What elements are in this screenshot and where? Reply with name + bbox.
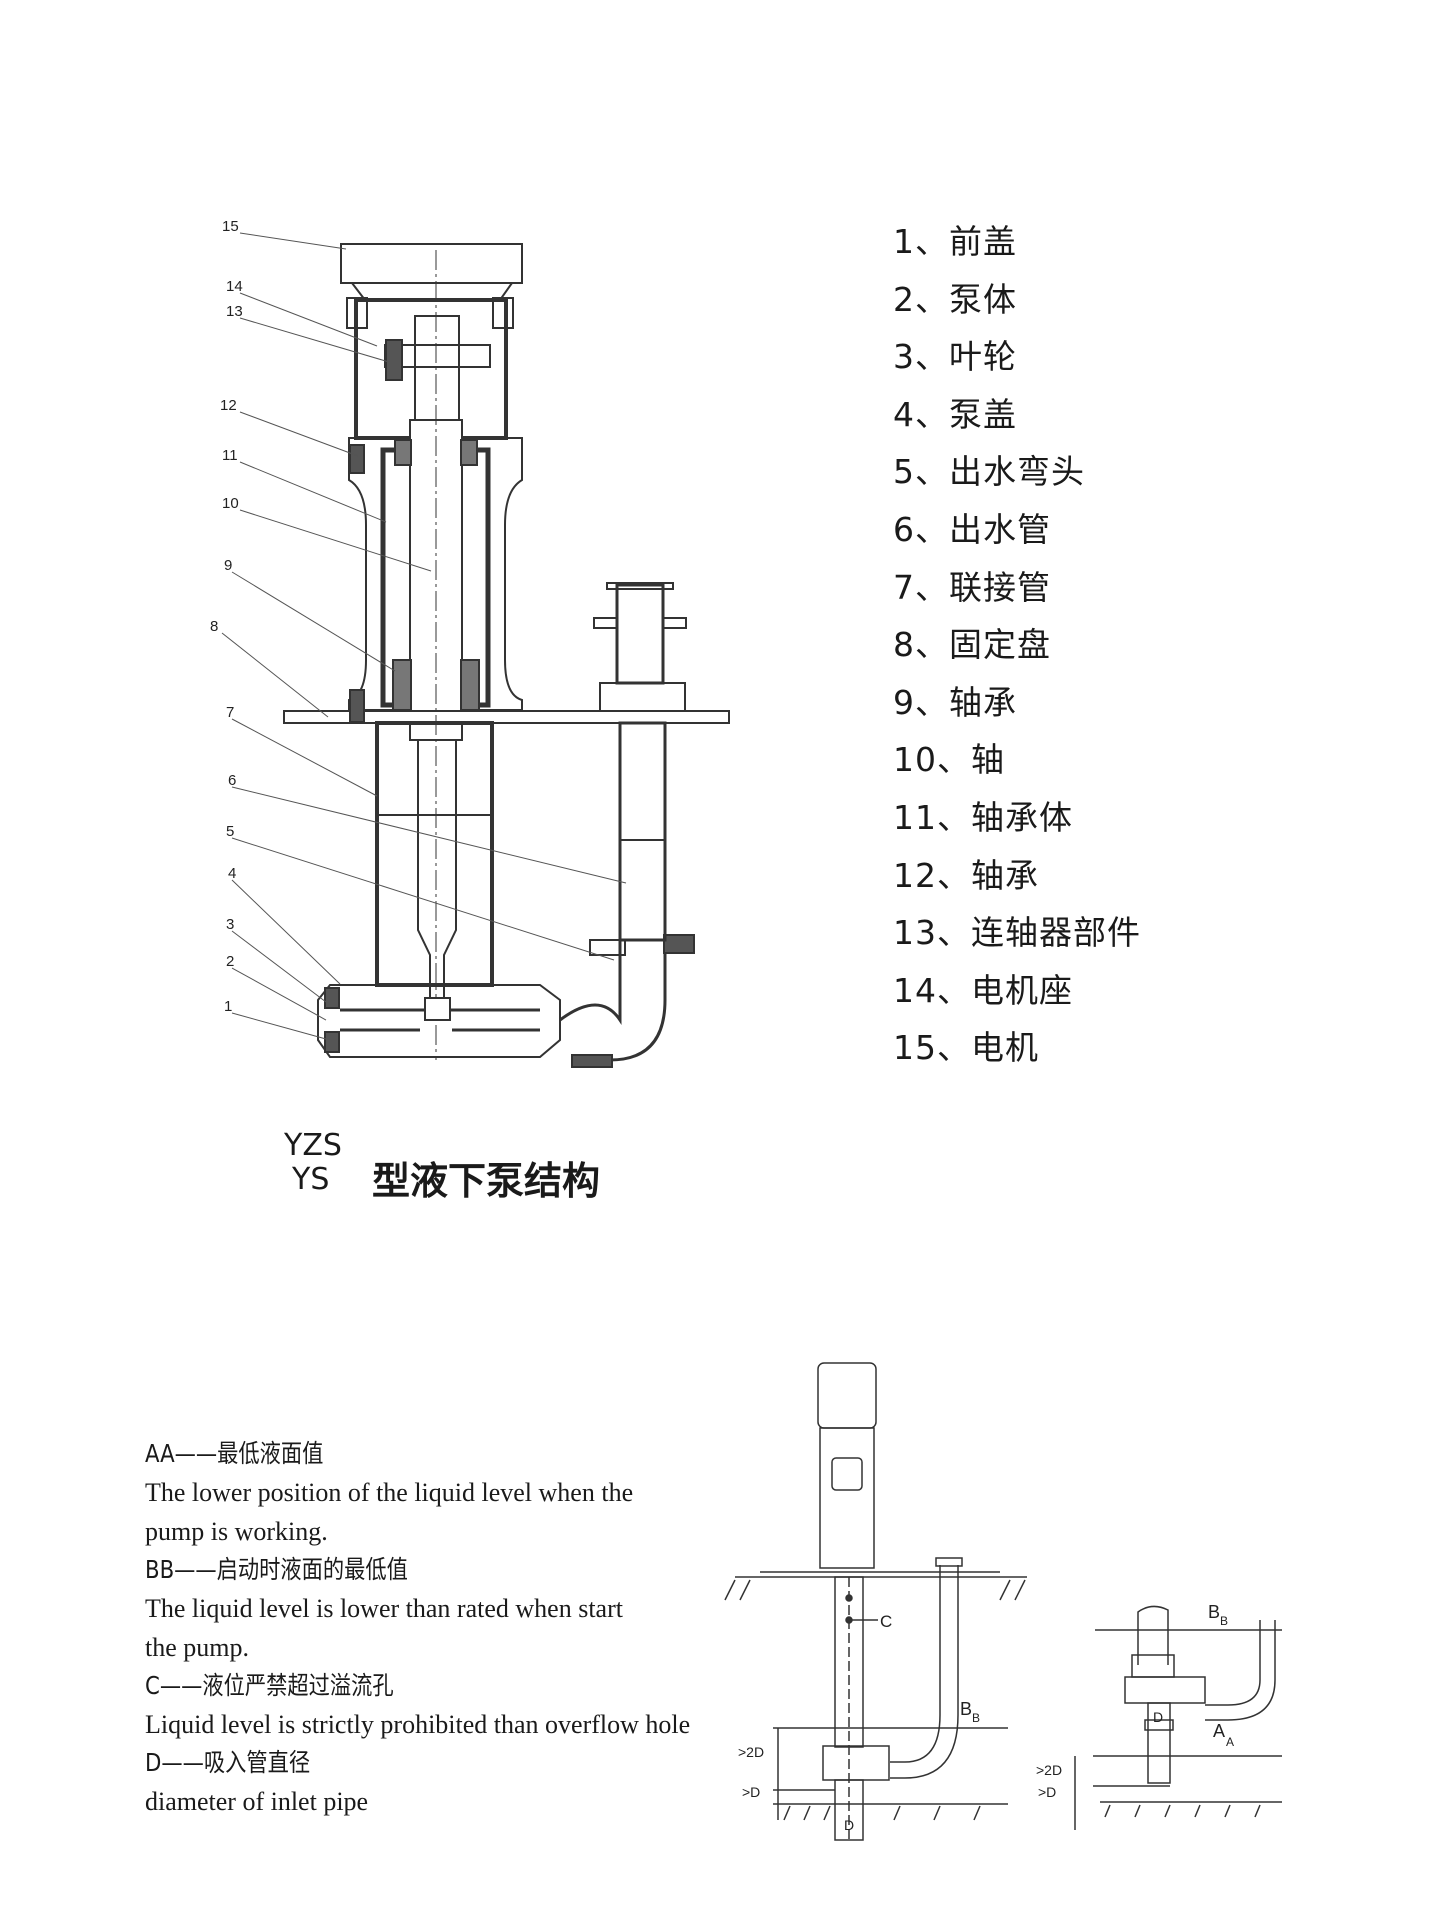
label-15: 15 [222, 218, 239, 235]
part-item: 7、联接管 [893, 567, 1051, 607]
part-item: 4、泵盖 [893, 394, 1017, 434]
label-bb-2: B [1208, 1602, 1220, 1622]
coupling [414, 315, 460, 427]
label-9: 9 [224, 557, 232, 574]
label-d: >D [742, 1784, 760, 1800]
part-item: 3、叶轮 [893, 337, 1017, 377]
label-6: 6 [228, 772, 236, 789]
label-d-pipe: D [844, 1817, 854, 1833]
label-bb: B [960, 1699, 972, 1719]
part-item: 15、电机 [893, 1028, 1039, 1068]
label-11: 11 [222, 447, 238, 464]
label-12: 12 [220, 397, 237, 414]
label-bb-sub: B [972, 1711, 980, 1725]
part-item: 6、出水管 [893, 509, 1051, 549]
part-item: 12、轴承 [893, 855, 1039, 895]
note-d-key: D——吸入管直径 [145, 1748, 311, 1777]
label-aa: A [1213, 1721, 1225, 1741]
part-item: 13、连轴器部件 [893, 913, 1141, 953]
label-7: 7 [226, 704, 234, 721]
parts-list: 1、前盖 2、泵体 3、叶轮 4、泵盖 5、出水弯头 6、出水管 7、联接管 8… [893, 218, 1141, 1082]
note-c-text: Liquid level is strictly prohibited than… [145, 1710, 691, 1739]
part-item: 9、轴承 [893, 682, 1017, 722]
label-2d: >2D [738, 1744, 764, 1760]
label-2d-2: >2D [1036, 1762, 1062, 1778]
note-bb-text: The liquid level is lower than rated whe… [145, 1594, 623, 1623]
part-item: 5、出水弯头 [893, 452, 1085, 492]
label-d-pipe-2: D [1153, 1709, 1163, 1725]
discharge-pipe [618, 721, 667, 942]
installation-notes: AA——最低液面值 The lower position of the liqu… [145, 1435, 690, 1821]
note-aa-key: AA——最低液面值 [145, 1439, 324, 1468]
discharge-elbow [559, 938, 667, 1062]
note-bb-key: BB——启动时液面的最低值 [145, 1555, 408, 1584]
part-item: 8、固定盘 [893, 625, 1051, 665]
model-yzs: YZS [284, 1128, 342, 1163]
label-d-2: >D [1038, 1784, 1056, 1800]
label-10: 10 [222, 495, 239, 512]
note-aa-text: pump is working. [145, 1517, 328, 1546]
note-bb-text: the pump. [145, 1633, 249, 1662]
part-item: 2、泵体 [893, 279, 1017, 319]
motor-base [354, 298, 508, 440]
note-c-key: C——液位严禁超过溢流孔 [145, 1671, 394, 1700]
label-8: 8 [210, 618, 218, 635]
part-item: 1、前盖 [893, 222, 1017, 261]
part-item: 11、轴承体 [893, 797, 1073, 837]
title-text: 型液下泵结构 [372, 1159, 601, 1203]
installation-diagram-deep [724, 1362, 1027, 1841]
label-1: 1 [224, 998, 232, 1015]
motor [340, 243, 523, 284]
fixing-plate [283, 710, 730, 724]
label-c: C [880, 1612, 892, 1631]
label-3: 3 [226, 916, 234, 933]
label-5: 5 [226, 823, 234, 840]
label-13: 13 [226, 303, 243, 320]
label-4: 4 [228, 865, 236, 882]
note-aa-text: The lower position of the liquid level w… [145, 1478, 634, 1507]
label-14: 14 [226, 278, 243, 295]
label-2: 2 [226, 953, 234, 970]
label-aa-sub: A [1226, 1735, 1234, 1749]
installation-diagram-shallow [1074, 1605, 1282, 1830]
model-ys: YS [292, 1162, 330, 1197]
pump-body [317, 984, 561, 1058]
part-item: 14、电机座 [893, 970, 1073, 1010]
connecting-tube [375, 721, 494, 987]
part-item: 10、轴 [893, 740, 1005, 780]
note-d-text: diameter of inlet pipe [145, 1787, 369, 1816]
label-bb-2-sub: B [1220, 1614, 1228, 1628]
